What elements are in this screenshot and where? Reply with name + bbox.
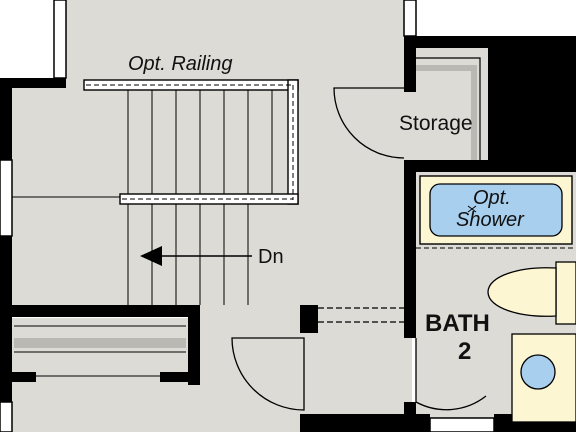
shower-label-line1: Opt. bbox=[473, 187, 511, 209]
hall-door bbox=[231, 337, 305, 411]
storage-door bbox=[333, 87, 405, 159]
wall-lower-left-bar bbox=[12, 372, 36, 382]
wall-hall-right-stub bbox=[404, 310, 416, 338]
window-bottom-left bbox=[0, 401, 13, 432]
railing-label: Opt. Railing bbox=[128, 53, 233, 75]
bath-door bbox=[415, 338, 487, 411]
wall-lower-left-bar-2 bbox=[160, 372, 200, 382]
toilet bbox=[487, 261, 576, 325]
window-top-left bbox=[53, 0, 67, 79]
stairs-down-arrow bbox=[140, 246, 252, 266]
wall-hall-right-lower bbox=[404, 160, 416, 310]
window-top-right bbox=[403, 0, 417, 37]
wall-left-bottom bbox=[0, 236, 12, 432]
sink bbox=[511, 333, 576, 423]
wall-left-top bbox=[0, 78, 12, 160]
room-label-line1: BATH bbox=[425, 310, 490, 337]
railing-bottom bbox=[119, 193, 299, 205]
room-label-line2: 2 bbox=[458, 338, 471, 365]
storage-frame bbox=[412, 57, 481, 160]
wall-lower-hall-left bbox=[188, 305, 200, 385]
window-bottom-bath bbox=[429, 417, 495, 432]
wall-storage-top bbox=[412, 36, 576, 48]
wall-mid-horizontal bbox=[12, 305, 196, 317]
wall-storage-right bbox=[488, 48, 576, 172]
wall-mid-stub bbox=[300, 305, 318, 333]
stairs-direction-label: Dn bbox=[258, 246, 284, 268]
shower-basin bbox=[429, 183, 563, 237]
wall-storage-bottom bbox=[404, 160, 576, 172]
wall-top-left bbox=[0, 78, 66, 88]
bath-opening bbox=[318, 307, 404, 323]
closet-shelf bbox=[14, 325, 186, 377]
storage-label: Storage bbox=[399, 112, 473, 135]
shower-label-line2: Shower bbox=[456, 209, 525, 231]
railing bbox=[83, 79, 299, 205]
wall-bottom-hall bbox=[300, 414, 430, 432]
wall-hall-right-upper bbox=[404, 36, 416, 92]
shower bbox=[416, 175, 576, 249]
upper-hall-floor bbox=[66, 0, 410, 90]
window-left bbox=[0, 159, 13, 237]
stair-treads bbox=[12, 90, 273, 305]
